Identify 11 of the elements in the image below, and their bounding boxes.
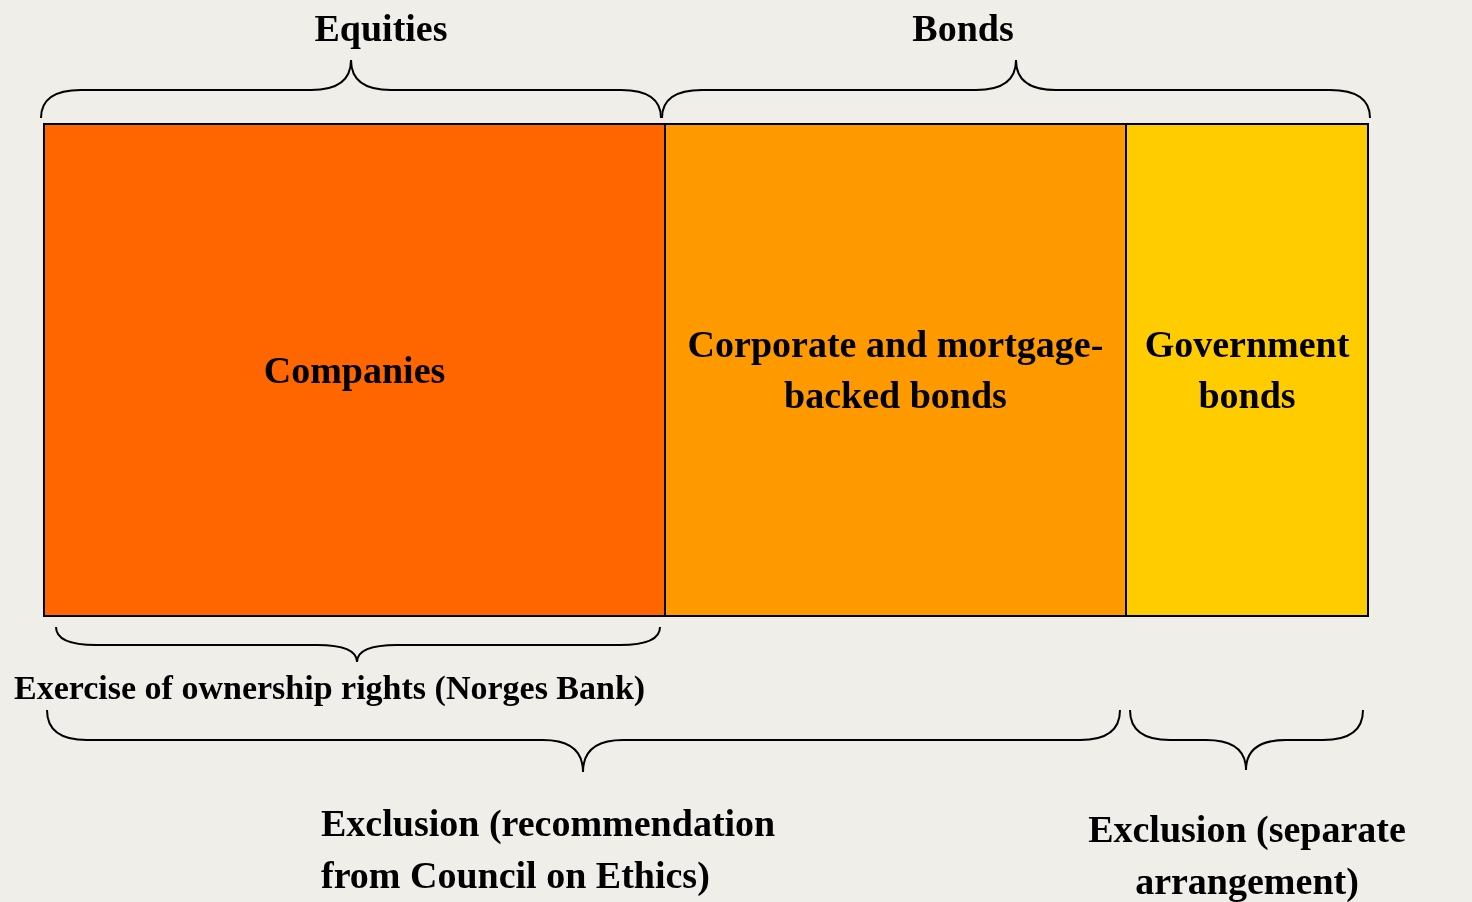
bracket-label: Exercise of ownership rights (Norges Bank) bbox=[14, 668, 647, 708]
bracket-label: Exclusion (separate arrangement) bbox=[1087, 807, 1407, 902]
group-heading: Bonds bbox=[911, 6, 1015, 51]
box-label: Companies bbox=[263, 347, 446, 393]
asset-class-box bbox=[664, 123, 1127, 617]
asset-class-box bbox=[43, 123, 666, 617]
bracket-label: Exclusion (recommendation from Council on Ethics) bbox=[321, 801, 777, 898]
box-label: Corporate and mortgage-backed bonds bbox=[686, 322, 1105, 418]
box-label: Government bonds bbox=[1143, 322, 1351, 418]
asset-class-box bbox=[1125, 123, 1369, 617]
group-heading: Equities bbox=[313, 6, 449, 51]
